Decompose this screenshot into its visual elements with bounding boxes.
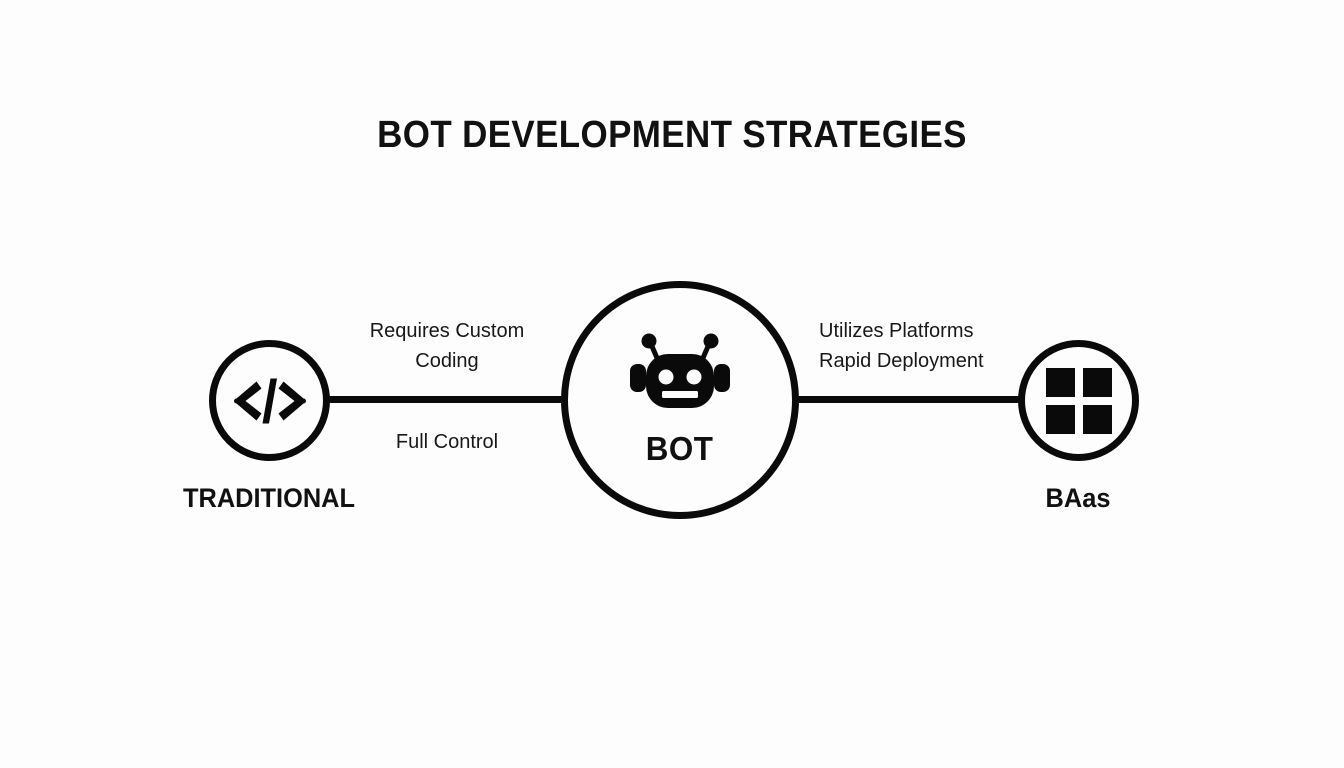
page-title: BOT DEVELOPMENT STRATEGIES xyxy=(377,114,967,156)
node-bot-label: BOT xyxy=(646,430,714,467)
node-baas-label: BAas xyxy=(1045,483,1111,513)
grid-four-squares-icon xyxy=(1045,367,1112,434)
connector-traditional-to-bot xyxy=(327,396,565,403)
edge-label-requires-custom-coding: Requires Custom Coding xyxy=(369,320,525,372)
code-icon xyxy=(233,375,306,427)
node-traditional-circle[interactable] xyxy=(209,340,330,461)
robot-icon xyxy=(624,332,736,412)
connector-bot-to-baas xyxy=(788,396,1020,403)
edge-label-utilizes-platforms-rapid-deployment: Utilizes Platforms Rapid Deployment xyxy=(819,320,984,372)
edge-label-full-control: Full Control xyxy=(395,431,499,453)
node-bot-circle[interactable]: BOT xyxy=(561,281,799,519)
node-baas-circle[interactable] xyxy=(1018,340,1139,461)
node-traditional-label: TRADITIONAL xyxy=(182,483,355,513)
